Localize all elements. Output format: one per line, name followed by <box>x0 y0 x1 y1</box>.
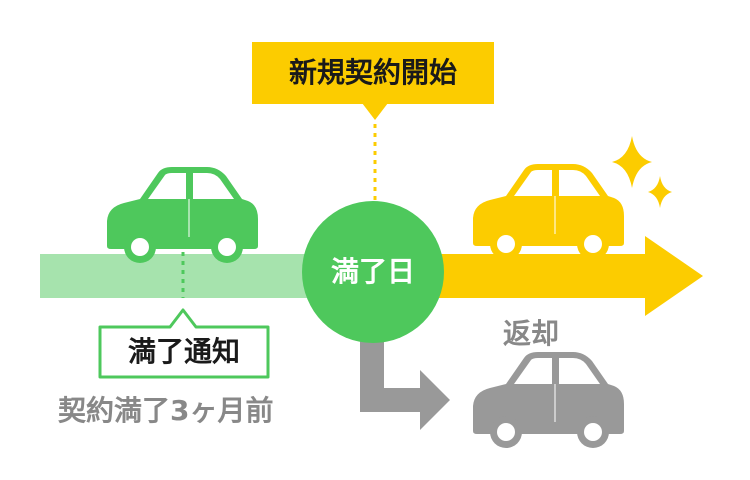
sparkle-icon <box>612 136 652 188</box>
sparkle-icon <box>648 176 672 208</box>
new-contract-box <box>252 42 494 104</box>
three-months-before-label: 契約満了3ヶ月前 <box>58 394 274 427</box>
expiry-day-label: 満了日 <box>330 255 415 288</box>
car-icon <box>473 352 624 448</box>
new-contract-label: 新規契約開始 <box>288 56 457 89</box>
expiry-day-circle <box>302 201 444 343</box>
expiry-notice-label: 満了通知 <box>127 335 240 368</box>
return-label: 返却 <box>503 317 560 350</box>
car-icon <box>107 167 258 263</box>
pre-expiry-bar <box>40 254 340 298</box>
return-arrow <box>360 330 450 430</box>
expiry-notice-box <box>98 308 270 379</box>
car-icon <box>473 164 624 260</box>
